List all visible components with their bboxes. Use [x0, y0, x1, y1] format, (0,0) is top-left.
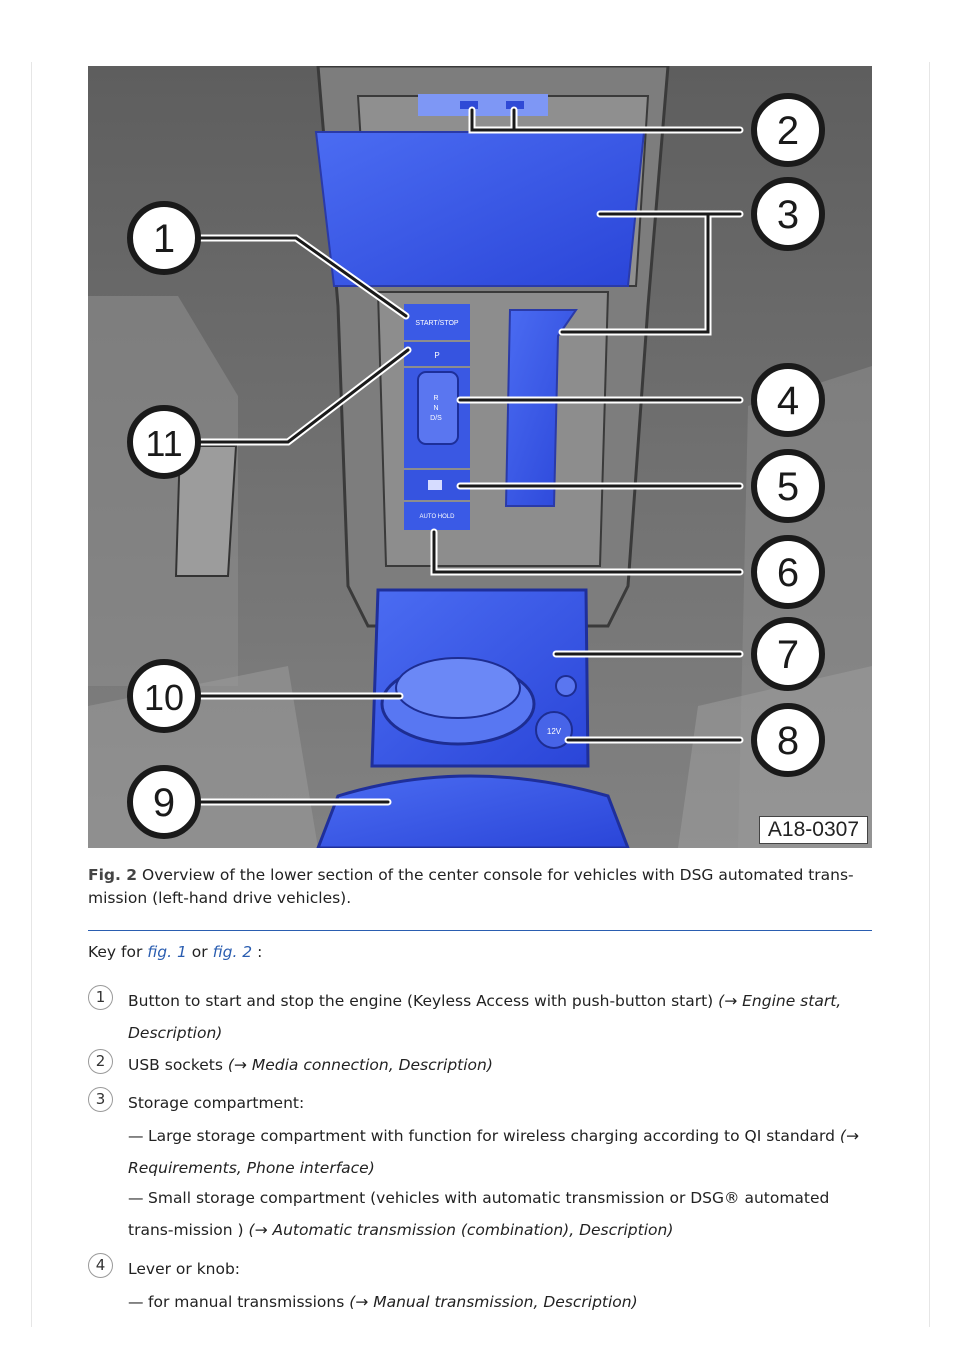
- sub-item-text: Large storage compartment with function …: [148, 1127, 835, 1145]
- callout-8: 8: [751, 703, 825, 777]
- callout-5: 5: [751, 449, 825, 523]
- svg-text:6: 6: [777, 551, 799, 595]
- automatic-transmission-link[interactable]: (→ Automatic transmission (combination),…: [248, 1221, 674, 1239]
- key-prefix: Key for: [88, 943, 143, 961]
- callout-1: 1: [127, 201, 201, 275]
- key-item-1: 1 Button to start and stop the engine (K…: [88, 985, 878, 1049]
- item-number: 3: [88, 1087, 113, 1112]
- svg-text:1: 1: [153, 217, 175, 261]
- item-number: 4: [88, 1253, 113, 1278]
- media-connection-link[interactable]: (→ Media connection, Description): [227, 1056, 493, 1074]
- section-divider: [88, 930, 872, 931]
- phone-interface-link[interactable]: (→ Requirements, Phone interface): [128, 1127, 859, 1177]
- dash: —: [128, 1293, 144, 1311]
- item-text: USB sockets: [128, 1056, 223, 1074]
- callout-4: 4: [751, 363, 825, 437]
- svg-text:4: 4: [777, 379, 799, 423]
- callout-2: 2: [751, 93, 825, 167]
- sub-item-large-storage: —Large storage compartment with function…: [128, 1120, 868, 1184]
- socket-label: 12V: [547, 727, 562, 736]
- item-number: 2: [88, 1049, 113, 1074]
- dash: —: [128, 1189, 144, 1207]
- item-text: Button to start and stop the engine (Key…: [128, 992, 714, 1010]
- center-console-figure: START/STOP P R N D/S AUTO HOLD 12V: [88, 66, 872, 848]
- svg-text:8: 8: [777, 719, 799, 763]
- gear-r-label: R: [433, 395, 438, 402]
- key-intro: Key for fig. 1 or fig. 2 :: [88, 943, 262, 961]
- park-label: P: [434, 351, 439, 360]
- sub-item-text: Small storage compartment (vehicles with…: [128, 1189, 830, 1239]
- left-margin-line: [31, 62, 32, 1327]
- key-suffix: :: [257, 943, 263, 961]
- figure-label: Fig. 2: [88, 866, 138, 884]
- figure-caption: Fig. 2 Overview of the lower section of …: [88, 864, 878, 910]
- caption-text: Overview of the lower section of the cen…: [88, 866, 854, 907]
- svg-text:2: 2: [777, 109, 799, 153]
- svg-text:3: 3: [777, 193, 799, 237]
- dash: —: [128, 1127, 144, 1145]
- figure-code: A18-0307: [758, 816, 868, 844]
- key-item-4: 4 Lever or knob:: [88, 1253, 878, 1285]
- item-text: Lever or knob:: [128, 1260, 241, 1278]
- manual-transmission-link[interactable]: (→ Manual transmission, Description): [349, 1293, 638, 1311]
- console-illustration: START/STOP P R N D/S AUTO HOLD 12V: [88, 66, 872, 848]
- key-item-3: 3 Storage compartment:: [88, 1087, 878, 1119]
- engine-start-link[interactable]: (→ Engine start, Description): [128, 992, 842, 1042]
- svg-text:10: 10: [144, 677, 184, 718]
- right-margin-line: [929, 62, 930, 1327]
- gear-ds-label: D/S: [430, 415, 442, 422]
- svg-text:7: 7: [777, 633, 799, 677]
- sub-item-text: for manual transmissions: [148, 1293, 345, 1311]
- item-number: 1: [88, 985, 113, 1010]
- figure-1-link[interactable]: fig. 1: [147, 943, 187, 961]
- callout-10: 10: [127, 659, 201, 733]
- item-text: Storage compartment:: [128, 1094, 305, 1112]
- callout-6: 6: [751, 535, 825, 609]
- gear-n-label: N: [433, 405, 438, 412]
- figure-2-link[interactable]: fig. 2: [212, 943, 253, 961]
- svg-text:9: 9: [153, 781, 175, 825]
- key-item-2: 2 USB sockets (→ Media connection, Descr…: [88, 1049, 878, 1081]
- auto-hold-label: AUTO HOLD: [420, 514, 456, 520]
- sub-item-manual: —for manual transmissions (→ Manual tran…: [128, 1286, 868, 1318]
- callout-9: 9: [127, 765, 201, 839]
- svg-text:5: 5: [777, 465, 799, 509]
- key-or: or: [191, 943, 208, 961]
- callout-11: 11: [127, 405, 201, 479]
- start-stop-label: START/STOP: [415, 320, 459, 327]
- callout-3: 3: [751, 177, 825, 251]
- callout-7: 7: [751, 617, 825, 691]
- svg-text:11: 11: [145, 423, 182, 464]
- sub-item-small-storage: —Small storage compartment (vehicles wit…: [128, 1182, 868, 1246]
